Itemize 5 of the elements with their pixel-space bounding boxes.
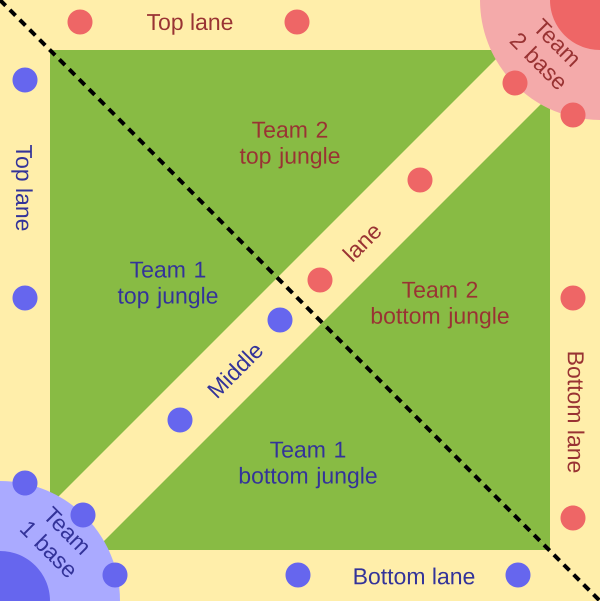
lane-label: Bottom lane [354,568,474,584]
lane-label: Top lane [11,145,33,230]
lane-label: Bottom lane [568,352,584,472]
lane-label: Top lane [147,13,232,35]
lane-label: lane [342,226,381,262]
